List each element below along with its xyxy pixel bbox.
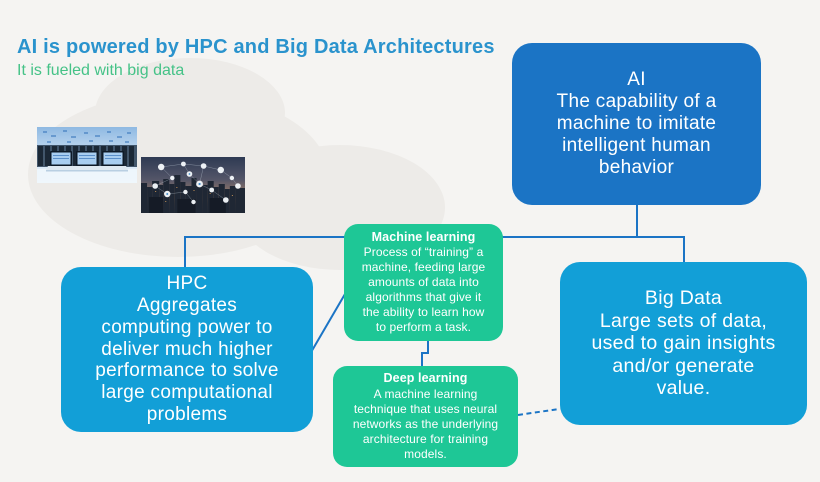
page-title: AI is powered by HPC and Big Data Archit… — [17, 36, 495, 58]
node-deep-learning-title: Deep learning — [383, 371, 468, 386]
page-subtitle: It is fueled with big data — [17, 62, 185, 79]
connector-dl-bigdata-dashed — [517, 408, 560, 416]
node-big-data: Big Data Large sets of data, used to gai… — [560, 262, 807, 425]
data-overlay-marks — [43, 130, 131, 143]
node-ai: AI The capability of a machine to imitat… — [512, 43, 761, 205]
connector-ml-dl — [421, 341, 429, 366]
laptop-shapes — [46, 151, 128, 172]
node-ai-title: AI — [627, 69, 646, 91]
node-machine-learning-body: Process of “training” a machine, feeding… — [361, 245, 486, 335]
node-machine-learning: Machine learning Process of “training” a… — [344, 224, 503, 341]
city-network-image — [141, 157, 245, 213]
node-machine-learning-title: Machine learning — [371, 229, 476, 244]
node-hpc-body: Aggregates computing power to deliver mu… — [95, 294, 279, 426]
connector-hpc-ml — [309, 293, 346, 355]
node-big-data-title: Big Data — [644, 287, 723, 310]
node-deep-learning: Deep learning A machine learning techniq… — [333, 366, 518, 467]
node-hpc-title: HPC — [166, 273, 208, 295]
server-room-image — [37, 127, 137, 183]
node-deep-learning-body: A machine learning technique that uses n… — [352, 386, 499, 461]
node-ai-body: The capability of a machine to imitate i… — [556, 91, 717, 178]
node-big-data-body: Large sets of data, used to gain insight… — [591, 309, 776, 400]
node-hpc: HPC Aggregates computing power to delive… — [61, 267, 313, 432]
